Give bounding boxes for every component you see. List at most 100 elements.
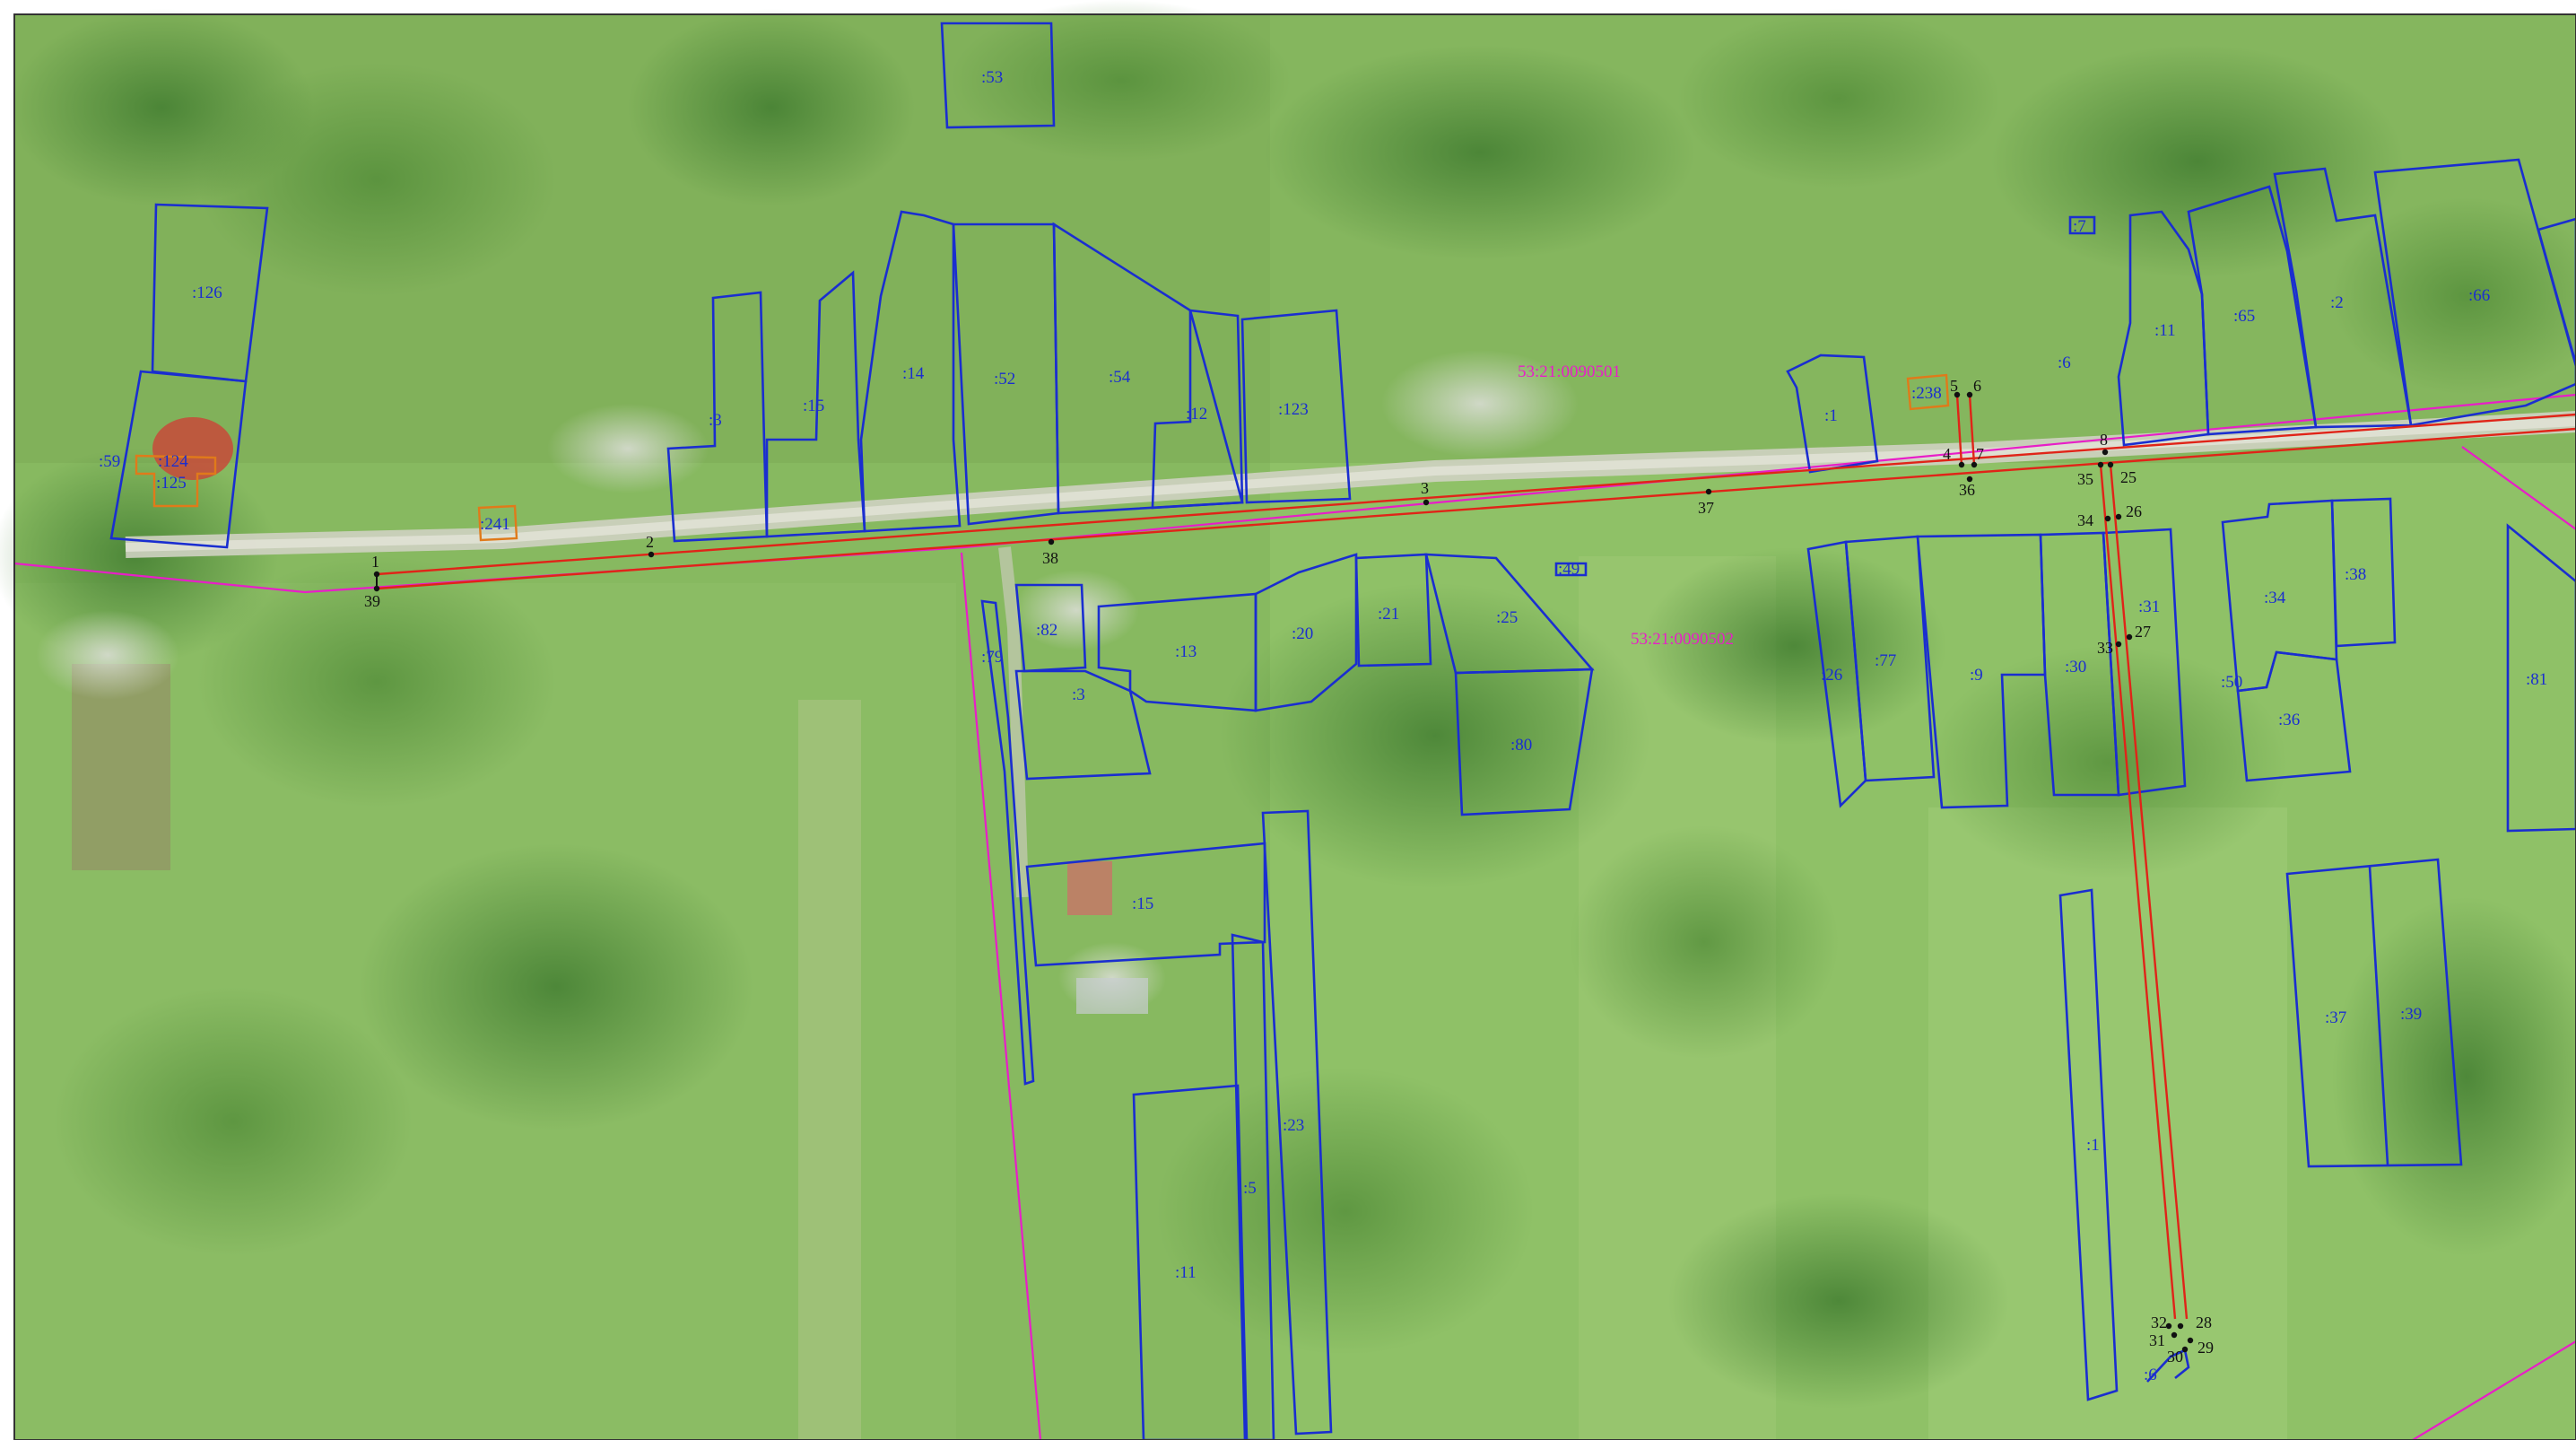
parcel-label: :81 <box>2526 670 2547 689</box>
vertex-label: 3 <box>1421 479 1429 497</box>
parcel-label: :30 <box>2065 658 2086 676</box>
parcel-238 <box>1906 373 1950 411</box>
parcel-31 <box>2102 528 2187 797</box>
parcel-53 <box>940 22 1056 129</box>
parcel-6-corner <box>2537 217 2576 365</box>
parcel-label: :20 <box>1292 624 1313 643</box>
parcel-1-south <box>2058 888 2119 1401</box>
parcel-label: :14 <box>902 364 925 383</box>
parcel-80 <box>1454 668 1594 816</box>
parcel-label: :37 <box>2325 1008 2346 1027</box>
vertex-label: 37 <box>1698 499 1714 517</box>
parcel-label: :6 <box>2144 1366 2157 1384</box>
parcel-11-south <box>1132 1084 1249 1440</box>
parcel-label: :52 <box>994 370 1015 388</box>
map-frame <box>13 13 2576 1440</box>
parcel-label: :15 <box>1132 895 1153 913</box>
parcel-label: :126 <box>192 284 222 302</box>
parcel-label: :79 <box>981 648 1003 667</box>
vertex-label: 36 <box>1959 481 1975 499</box>
parcel-79 <box>980 599 1035 1086</box>
parcel-label: :36 <box>2278 711 2300 729</box>
parcel-20 <box>1254 553 1358 712</box>
parcel-label: :59 <box>99 452 120 471</box>
vertex-label: 35 <box>2077 470 2093 488</box>
parcel-label: :82 <box>1036 621 1057 640</box>
parcel-label: :26 <box>1821 666 1842 685</box>
vertex-label: 26 <box>2126 502 2142 520</box>
vertex-label: 34 <box>2077 511 2093 529</box>
parcel-label: :3 <box>1072 685 1085 704</box>
parcel-label: :49 <box>1558 560 1580 579</box>
parcel-label: :31 <box>2138 598 2160 616</box>
parcel-label: :65 <box>2233 307 2255 326</box>
vertex-points <box>373 391 2194 1353</box>
parcel-124 <box>135 454 217 508</box>
parcel-label: :11 <box>2154 321 2176 340</box>
vertex-label: 25 <box>2120 468 2137 486</box>
parcel-label: :25 <box>1496 608 1518 627</box>
parcel-23 <box>1261 809 1333 1436</box>
vertex-labels: 1 2 3 4 5 6 7 8 25 26 27 28 29 30 31 32 … <box>364 377 2214 1366</box>
vertex-label: 5 <box>1950 377 1958 395</box>
vertex-label: 28 <box>2196 1313 2212 1331</box>
parcel-82 <box>1014 583 1087 673</box>
vertex-label: 38 <box>1042 549 1058 567</box>
parcel-label: :54 <box>1109 368 1131 387</box>
block-label: 53:21:0090502 <box>1631 630 1734 649</box>
parcel-30 <box>2039 531 2120 797</box>
parcel-2 <box>2273 167 2413 429</box>
parcel-label: :77 <box>1875 651 1896 670</box>
parcel-241 <box>477 504 518 542</box>
parcel-5 <box>1231 933 1275 1440</box>
parcel-15-north <box>765 270 866 538</box>
block-labels: 53:21:0090501 53:21:0090502 <box>1518 362 1734 649</box>
parcel-label: :3 <box>709 411 722 430</box>
vertex-label: 27 <box>2135 623 2151 641</box>
vertex-label: 30 <box>2167 1348 2183 1366</box>
vertex-label: 2 <box>646 533 654 551</box>
parcel-77 <box>1844 535 1936 782</box>
parcel-boundaries <box>109 22 2576 1440</box>
vertex-label: 29 <box>2197 1339 2214 1357</box>
parcel-81 <box>2506 523 2576 833</box>
parcel-label: :241 <box>480 515 510 534</box>
parcel-49 <box>1554 562 1588 577</box>
parcel-label: :13 <box>1175 642 1197 661</box>
vertex-label: 4 <box>1943 445 1951 463</box>
parcel-50-36 <box>2236 650 2352 782</box>
parcel-label: :11 <box>1175 1263 1197 1282</box>
parcel-label: :15 <box>803 397 824 415</box>
block-label: 53:21:0090501 <box>1518 362 1621 381</box>
parcel-label: :7 <box>2073 217 2086 236</box>
vertex-label: 6 <box>1973 377 1981 395</box>
parcel-label: :21 <box>1378 605 1399 624</box>
vertex-label: 31 <box>2149 1331 2165 1349</box>
parcel-7 <box>2068 215 2096 235</box>
parcel-label: :34 <box>2264 589 2286 607</box>
parcel-label: :53 <box>981 68 1003 87</box>
parcel-label: :23 <box>1283 1116 1304 1135</box>
parcel-label: :6 <box>2058 353 2071 372</box>
vertex-label: 32 <box>2151 1313 2167 1331</box>
parcel-3-south <box>1014 669 1152 781</box>
parcel-label: :80 <box>1510 736 1532 755</box>
parcel-37 <box>2285 858 2463 1168</box>
designed-route <box>376 394 2576 1320</box>
parcel-label: :123 <box>1278 400 1309 419</box>
parcel-59 <box>109 370 248 549</box>
parcel-1-north <box>1786 353 1879 474</box>
parcel-38 <box>2330 497 2397 648</box>
parcel-label: :124 <box>158 452 188 471</box>
orange-parcel-boundaries <box>135 373 1950 542</box>
vertex-label: 33 <box>2097 639 2113 657</box>
parcel-label: :1 <box>1824 406 1838 425</box>
parcel-66 <box>2373 158 2576 427</box>
parcel-12 <box>1151 310 1244 510</box>
parcel-123 <box>1240 309 1352 504</box>
parcel-label: :12 <box>1186 405 1207 423</box>
parcel-label: :66 <box>2468 286 2490 305</box>
vertex-label: 1 <box>371 553 379 571</box>
parcel-label: :38 <box>2345 565 2366 584</box>
